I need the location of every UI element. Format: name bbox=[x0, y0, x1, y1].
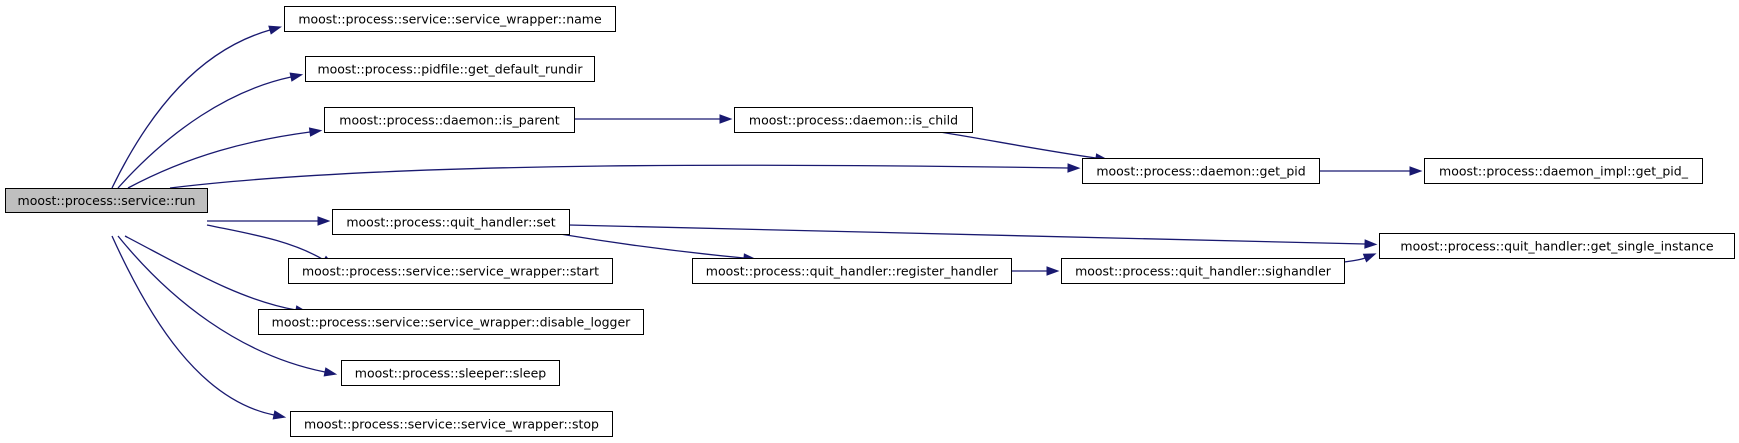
edge-run-to-rundir bbox=[117, 72, 304, 189]
node-box bbox=[258, 309, 644, 335]
edge-get_pid-to-get_pid_impl bbox=[1318, 166, 1423, 176]
edge-run-to-sleep bbox=[117, 235, 338, 377]
edge-arrowhead bbox=[1409, 166, 1423, 176]
node-label: moost::process::quit_handler::sighandler bbox=[1075, 264, 1332, 279]
node-get-pid-impl[interactable]: moost::process::daemon_impl::get_pid_ bbox=[1424, 158, 1703, 184]
edge-line bbox=[117, 235, 326, 373]
node-stop[interactable]: moost::process::service::service_wrapper… bbox=[290, 411, 613, 437]
edge-arrowhead bbox=[1364, 239, 1378, 249]
node-box bbox=[1061, 258, 1345, 284]
node-is-parent[interactable]: moost::process::daemon::is_parent bbox=[324, 107, 575, 133]
edge-is_parent-to-is_child bbox=[574, 114, 733, 124]
node-qh-set[interactable]: moost::process::quit_handler::set bbox=[332, 209, 570, 235]
node-start[interactable]: moost::process::service::service_wrapper… bbox=[288, 258, 613, 284]
edge-line bbox=[111, 29, 271, 189]
node-label: moost::process::service::service_wrapper… bbox=[272, 315, 632, 330]
node-label: moost::process::daemon::is_parent bbox=[339, 113, 560, 128]
edge-arrowhead bbox=[1362, 253, 1377, 263]
edge-arrowhead bbox=[289, 72, 304, 82]
edge-line bbox=[559, 233, 745, 259]
node-get-pid[interactable]: moost::process::daemon::get_pid bbox=[1082, 158, 1320, 184]
node-sighandler[interactable]: moost::process::quit_handler::sighandler bbox=[1061, 258, 1345, 284]
edge-run-to-is_parent bbox=[127, 127, 323, 189]
node-label: moost::process::daemon::is_child bbox=[749, 113, 958, 128]
edge-arrowhead bbox=[308, 127, 323, 137]
edges-layer bbox=[111, 25, 1423, 420]
node-box bbox=[1082, 158, 1320, 184]
edge-is_child-to-get_pid bbox=[939, 131, 1109, 163]
edge-line bbox=[124, 235, 297, 311]
node-box bbox=[1424, 158, 1703, 184]
node-get-single-instance[interactable]: moost::process::quit_handler::get_single… bbox=[1379, 233, 1735, 259]
node-box bbox=[284, 6, 616, 32]
nodes-layer: moost::process::service::runmoost::proce… bbox=[5, 6, 1735, 437]
edge-line bbox=[568, 224, 1366, 245]
node-box bbox=[290, 411, 613, 437]
node-box bbox=[305, 56, 595, 82]
edge-run-to-stop bbox=[111, 235, 287, 420]
edge-line bbox=[169, 164, 1069, 189]
edge-run-to-get_pid bbox=[169, 163, 1081, 189]
node-label: moost::process::service::service_wrapper… bbox=[298, 12, 602, 27]
node-disable-logger[interactable]: moost::process::service::service_wrapper… bbox=[258, 309, 644, 335]
edge-line bbox=[939, 131, 1097, 159]
edge-qh_set-to-get_single_instance bbox=[568, 224, 1378, 249]
node-sleep[interactable]: moost::process::sleeper::sleep bbox=[341, 360, 560, 386]
node-label: moost::process::service::run bbox=[18, 193, 196, 208]
node-label: moost::process::daemon::get_pid bbox=[1096, 164, 1305, 179]
node-label: moost::process::sleeper::sleep bbox=[355, 366, 546, 381]
node-box bbox=[692, 258, 1012, 284]
node-box bbox=[332, 209, 570, 235]
edge-line bbox=[127, 131, 311, 189]
edge-arrowhead bbox=[268, 25, 282, 35]
edge-line bbox=[111, 235, 275, 416]
edge-arrowhead bbox=[1046, 266, 1060, 276]
edge-qh_set-to-register_handler bbox=[559, 233, 757, 263]
node-register-handler[interactable]: moost::process::quit_handler::register_h… bbox=[692, 258, 1012, 284]
node-run[interactable]: moost::process::service::run bbox=[5, 188, 208, 213]
node-is-child[interactable]: moost::process::daemon::is_child bbox=[734, 107, 973, 133]
node-label: moost::process::service::service_wrapper… bbox=[302, 264, 599, 279]
node-label: moost::process::daemon_impl::get_pid_ bbox=[1439, 164, 1689, 179]
node-box bbox=[1379, 233, 1735, 259]
edge-run-to-name bbox=[111, 25, 282, 189]
node-label: moost::process::service::service_wrapper… bbox=[304, 417, 599, 432]
node-box bbox=[324, 107, 575, 133]
edge-register_handler-to-sighandler bbox=[1010, 266, 1060, 276]
node-rundir[interactable]: moost::process::pidfile::get_default_run… bbox=[305, 56, 595, 82]
node-label: moost::process::quit_handler::register_h… bbox=[706, 264, 999, 279]
node-label: moost::process::pidfile::get_default_run… bbox=[317, 62, 583, 77]
edge-arrowhead bbox=[1067, 163, 1081, 173]
node-box bbox=[734, 107, 973, 133]
node-box bbox=[341, 360, 560, 386]
edge-arrowhead bbox=[317, 216, 331, 226]
node-box bbox=[288, 258, 613, 284]
node-name[interactable]: moost::process::service::service_wrapper… bbox=[284, 6, 616, 32]
edge-arrowhead bbox=[719, 114, 733, 124]
edge-run-to-qh_set bbox=[207, 216, 331, 226]
edge-arrowhead bbox=[323, 367, 338, 377]
node-label: moost::process::quit_handler::set bbox=[346, 215, 555, 230]
edge-line bbox=[206, 224, 325, 261]
edge-sighandler-to-get_single_instance bbox=[1343, 253, 1377, 263]
edge-line bbox=[117, 76, 292, 189]
node-label: moost::process::quit_handler::get_single… bbox=[1400, 239, 1713, 254]
edge-arrowhead bbox=[272, 410, 287, 420]
edge-line bbox=[1343, 257, 1366, 263]
node-box bbox=[5, 188, 208, 213]
